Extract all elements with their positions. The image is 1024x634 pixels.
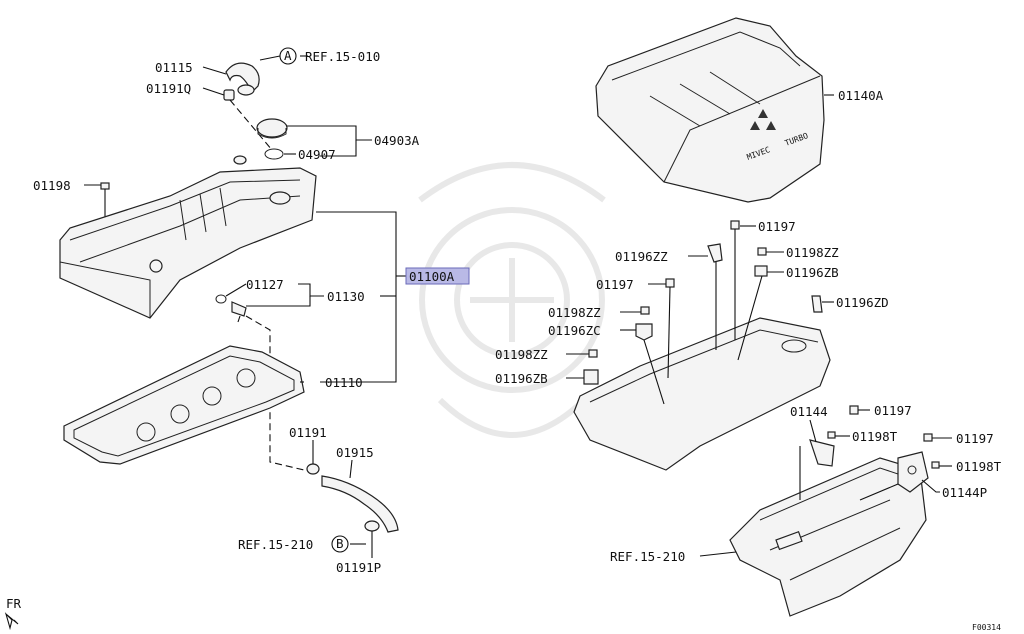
- ref-label-b[interactable]: REF.15-210: [238, 537, 313, 552]
- brand-logo-icon: [750, 109, 776, 130]
- engine-cover-01140a[interactable]: MIVEC TURBO: [595, 17, 825, 203]
- front-direction-indicator: FR: [4, 596, 22, 631]
- label-01196zc[interactable]: 01196ZC: [548, 323, 601, 338]
- label-01144p[interactable]: 01144P: [942, 485, 987, 500]
- leader-01197-b: [667, 286, 671, 379]
- bolt-01197-d[interactable]: [923, 433, 933, 442]
- watermark-emblem: [418, 162, 606, 438]
- bracket-01196zb-a[interactable]: [754, 265, 768, 277]
- gasket-01110[interactable]: [63, 345, 305, 465]
- bracket-01144[interactable]: [809, 439, 835, 467]
- clamp-01191p[interactable]: [364, 520, 380, 558]
- label-01197-c[interactable]: 01197: [874, 403, 912, 418]
- leader-01144p-in: [859, 483, 899, 501]
- label-01196zz[interactable]: 01196ZZ: [615, 249, 668, 264]
- label-01198t-a[interactable]: 01198T: [852, 429, 898, 444]
- label-04907[interactable]: 04907: [298, 147, 336, 162]
- bracket-01196zb-b[interactable]: [583, 369, 599, 385]
- ref-label-a[interactable]: REF.15-010: [305, 49, 380, 64]
- fr-label: FR: [6, 596, 22, 611]
- label-01198zz-a[interactable]: 01198ZZ: [786, 245, 839, 260]
- label-01191[interactable]: 01191: [289, 425, 327, 440]
- grommet-01127[interactable]: [215, 294, 227, 304]
- label-01130[interactable]: 01130: [327, 289, 365, 304]
- engine-block-upper: [573, 317, 831, 471]
- pcv-valve-01130[interactable]: [231, 301, 247, 323]
- label-01198t-b[interactable]: 01198T: [956, 459, 1002, 474]
- label-01100a-highlight[interactable]: 01100A: [405, 267, 470, 285]
- bolt-01198zz-c[interactable]: [588, 349, 598, 358]
- label-01197-a[interactable]: 01197: [758, 219, 796, 234]
- intake-manifold[interactable]: [729, 457, 927, 617]
- bolt-01198zz-b[interactable]: [640, 306, 650, 315]
- label-01915[interactable]: 01915: [336, 445, 374, 460]
- leader-01196zc: [643, 339, 665, 405]
- label-01100a[interactable]: 01100A: [409, 269, 455, 284]
- rocker-cover-01110a[interactable]: [59, 155, 317, 319]
- hose-01115[interactable]: [225, 62, 260, 96]
- ref-marker-b[interactable]: B REF.15-210: [238, 535, 349, 553]
- bolt-01197-b[interactable]: [665, 278, 675, 288]
- label-01197-d[interactable]: 01197: [956, 431, 994, 446]
- bracket-01144p[interactable]: [897, 451, 929, 493]
- leader-lines: [84, 55, 952, 557]
- ref-label-c[interactable]: REF.15-210: [610, 549, 685, 564]
- label-01196zb-b[interactable]: 01196ZB: [495, 371, 548, 386]
- part-labels: 01115 01191Q 01198 04903A 04907 01127 01…: [33, 60, 1002, 575]
- label-01198zz-c[interactable]: 01198ZZ: [495, 347, 548, 362]
- label-04903a[interactable]: 04903A: [374, 133, 420, 148]
- figure-code: F00314: [972, 623, 1001, 632]
- label-01191p[interactable]: 01191P: [336, 560, 381, 575]
- label-01127[interactable]: 01127: [246, 277, 284, 292]
- label-01140a[interactable]: 01140A: [838, 88, 884, 103]
- label-01196zd[interactable]: 01196ZD: [836, 295, 889, 310]
- fr-arrow-icon: [4, 612, 19, 631]
- bolt-01198[interactable]: [100, 182, 110, 210]
- label-01197-b[interactable]: 01197: [596, 277, 634, 292]
- marker-a-letter: A: [284, 48, 292, 63]
- bolt-01198zz-a[interactable]: [757, 247, 767, 256]
- bolt-01197-c[interactable]: [849, 405, 859, 415]
- label-01198zz-b[interactable]: 01198ZZ: [548, 305, 601, 320]
- bolt-01197-a[interactable]: [730, 220, 740, 234]
- bolt-01198t-b[interactable]: [931, 461, 940, 469]
- label-01196zb-a[interactable]: 01196ZB: [786, 265, 839, 280]
- label-01198[interactable]: 01198: [33, 178, 71, 193]
- ref-marker-a[interactable]: A REF.15-010: [279, 47, 380, 65]
- bracket-01196zc[interactable]: [635, 323, 653, 341]
- bracket-01196zz[interactable]: [707, 243, 723, 263]
- bolt-01198t-a[interactable]: [827, 431, 836, 439]
- marker-b-letter: B: [336, 536, 344, 551]
- label-01110[interactable]: 01110: [325, 375, 363, 390]
- bracket-01196zd[interactable]: [811, 295, 823, 313]
- leader-01196zb-a: [737, 275, 763, 361]
- label-01144[interactable]: 01144: [790, 404, 828, 419]
- oil-cap-04903a[interactable]: [256, 118, 288, 139]
- clamp-01191q[interactable]: [223, 89, 235, 101]
- label-01191q[interactable]: 01191Q: [146, 81, 191, 96]
- label-01115[interactable]: 01115: [155, 60, 193, 75]
- gasket-04907[interactable]: [264, 148, 284, 160]
- clamp-01191[interactable]: [306, 463, 320, 475]
- hose-01915[interactable]: [321, 475, 399, 533]
